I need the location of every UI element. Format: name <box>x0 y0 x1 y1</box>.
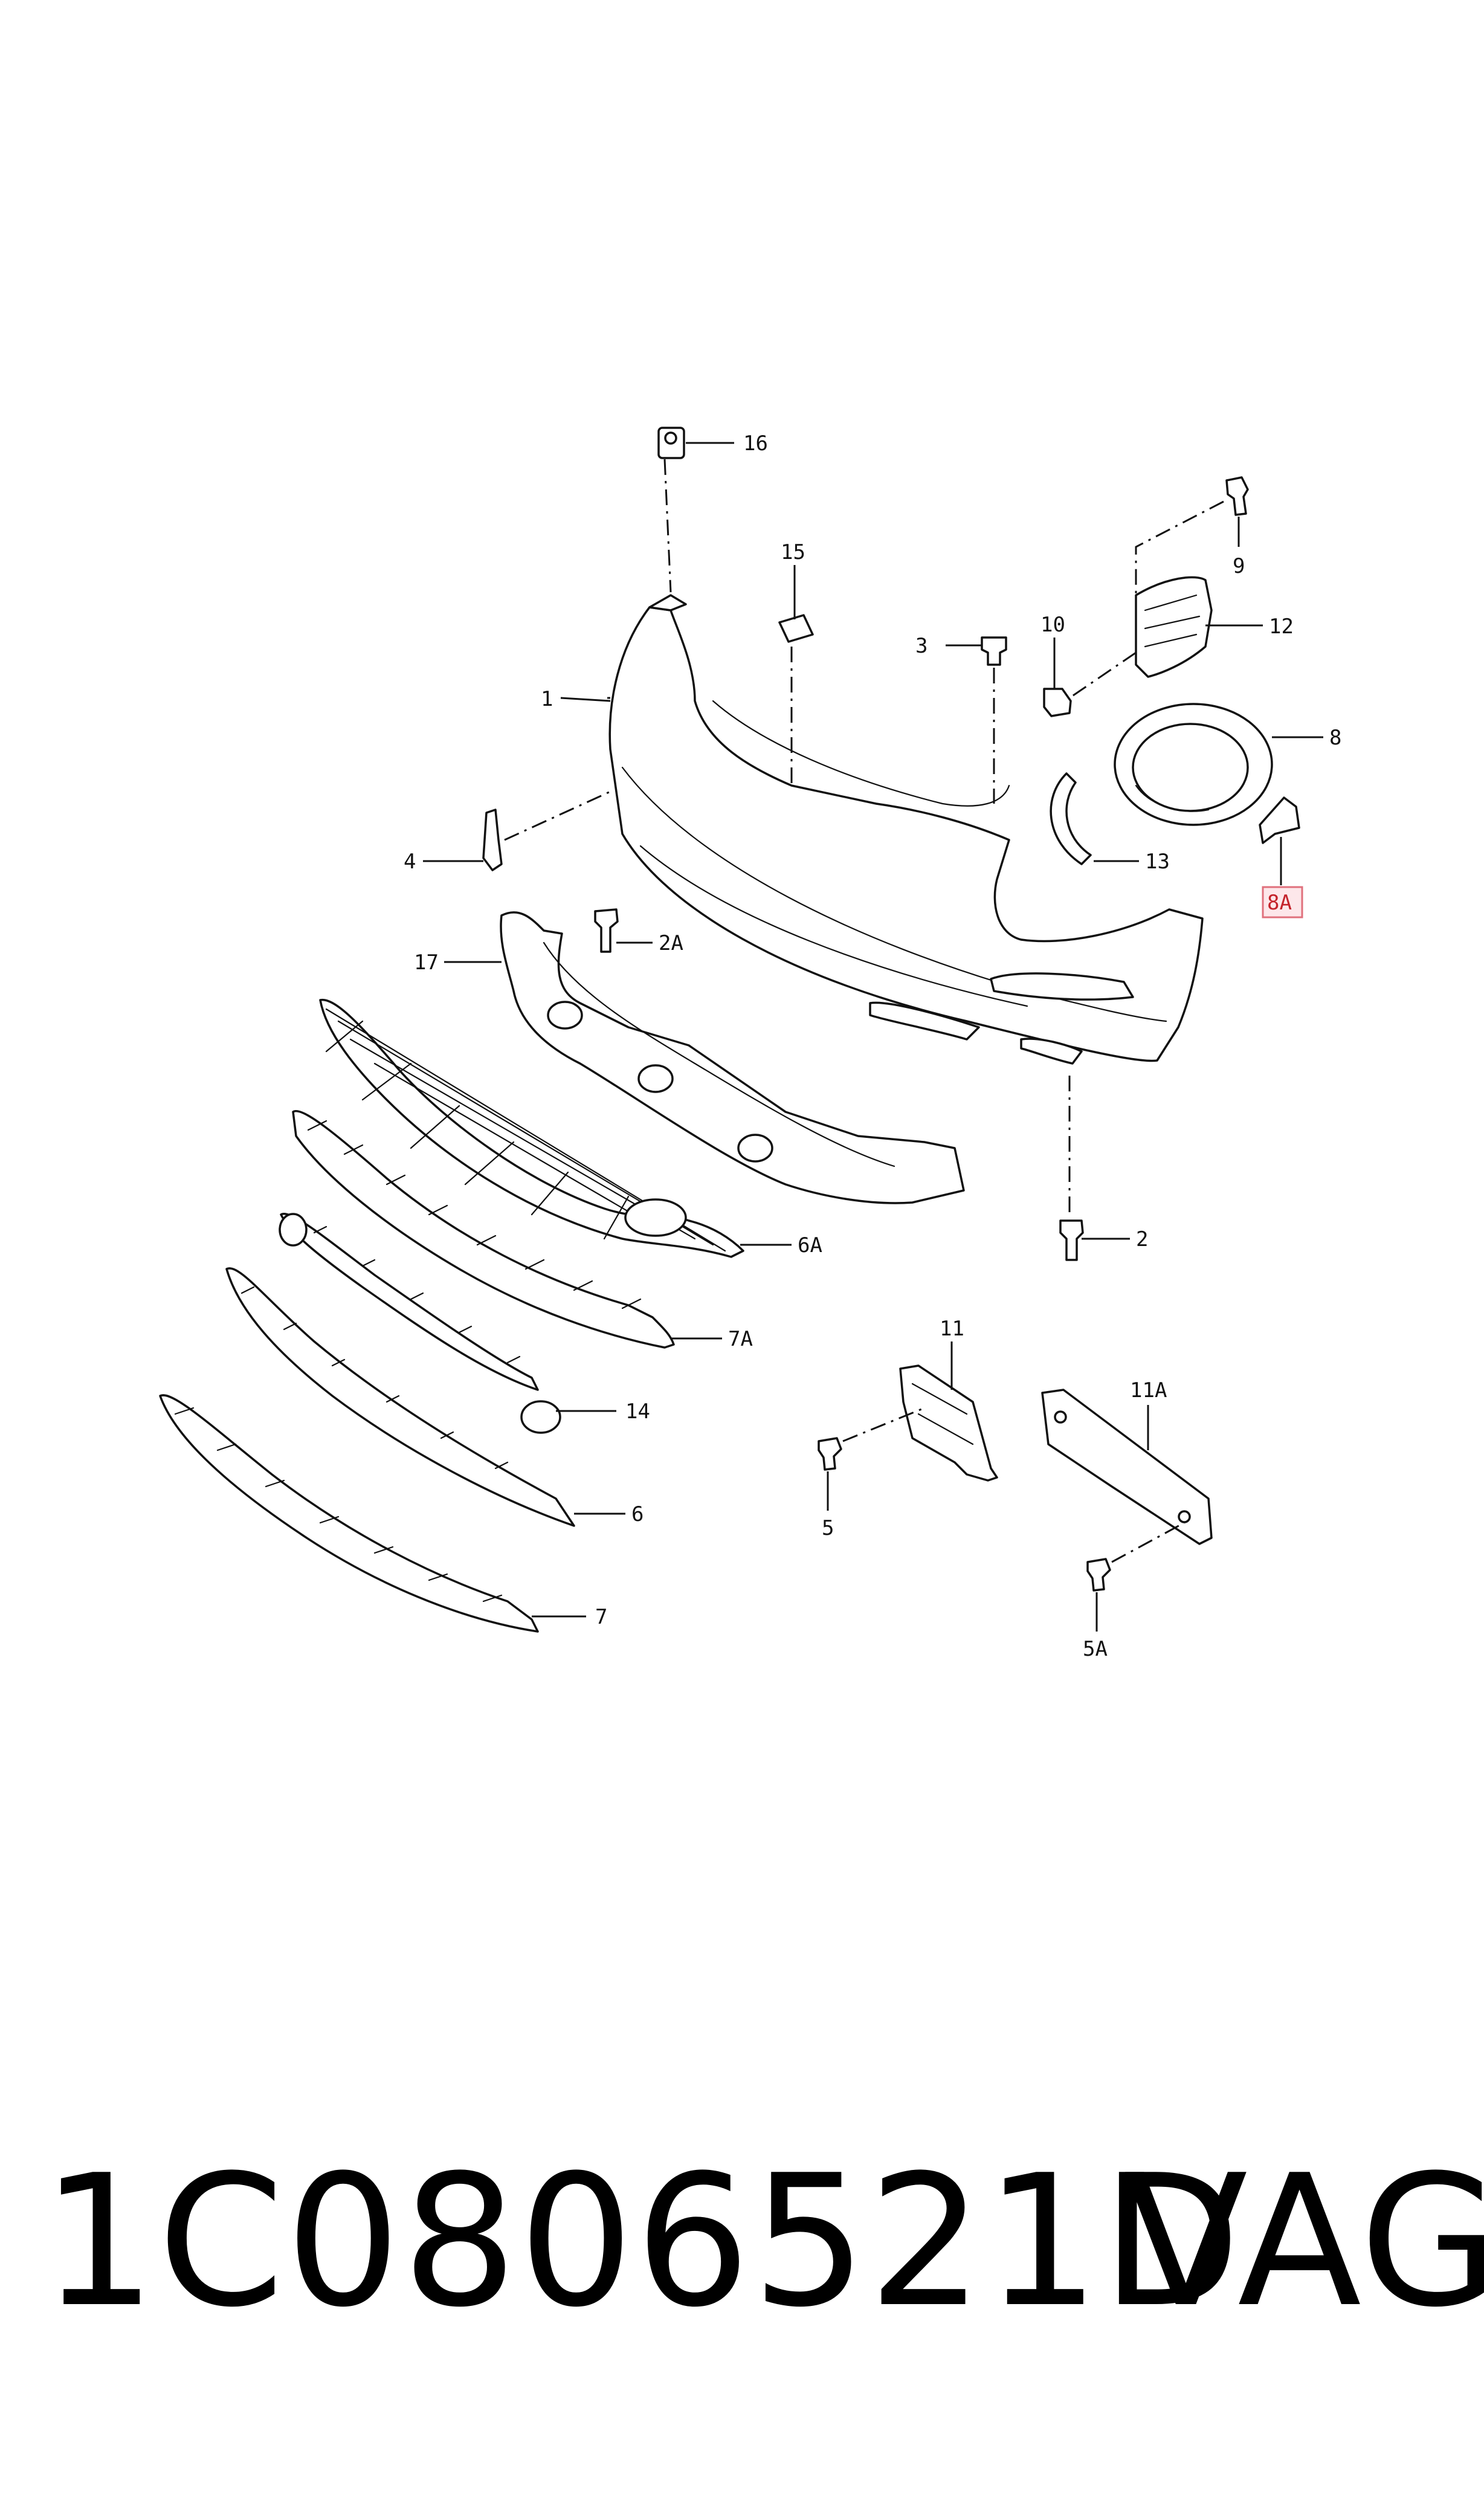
lower-grille-7A <box>292 1110 675 1349</box>
callout-6: 6 <box>631 1502 644 1526</box>
spoiler-lip-6 <box>225 1267 575 1527</box>
clip-16 <box>657 427 685 459</box>
callout-8A: 8A <box>1267 891 1292 915</box>
callout-5: 5 <box>822 1516 834 1540</box>
part-number: 1C0806521D <box>41 2136 1242 2347</box>
license-backing-11A <box>1041 1389 1213 1545</box>
callout-7A: 7A <box>728 1327 753 1351</box>
callout-labels: 16 15 3 10 9 12 8 8A 13 1 4 2A 17 6A 2 7… <box>404 431 1341 1661</box>
callout-1: 1 <box>541 687 553 711</box>
leader-lines <box>423 442 1323 1632</box>
callout-5A: 5A <box>1083 1637 1108 1661</box>
callout-6A: 6A <box>798 1233 822 1257</box>
grille-mesh-6A <box>319 999 744 1258</box>
bumper-cover <box>608 594 1204 1065</box>
arc-trim-13 <box>1050 772 1092 865</box>
callout-17: 17 <box>414 951 439 975</box>
callout-2A: 2A <box>659 931 683 955</box>
callout-14: 14 <box>625 1399 650 1424</box>
bracket-12 <box>1135 576 1213 678</box>
clip-nut-10 <box>1043 688 1072 717</box>
callout-4: 4 <box>404 850 416 874</box>
emblem-15 <box>778 614 814 643</box>
callout-13: 13 <box>1145 850 1170 874</box>
callout-11: 11 <box>940 1317 964 1341</box>
lower-spoiler-7 <box>159 1394 539 1633</box>
callout-15: 15 <box>781 540 805 564</box>
callout-16: 16 <box>743 431 768 456</box>
callout-7: 7 <box>595 1605 607 1629</box>
bolt-5 <box>818 1437 842 1471</box>
fog-light-bezel-8 <box>1114 703 1273 826</box>
bumper-support-17 <box>500 911 965 1204</box>
trim-piece-8A <box>1259 796 1300 844</box>
screw-2A <box>594 908 619 953</box>
brand-name: VAG <box>1124 2136 1484 2347</box>
callout-3: 3 <box>915 634 928 658</box>
callout-11A: 11A <box>1130 1378 1167 1403</box>
license-bracket-11 <box>899 1364 998 1482</box>
callout-2: 2 <box>1136 1227 1148 1251</box>
callout-8: 8 <box>1329 726 1341 750</box>
side-bracket-4 <box>482 809 503 871</box>
callout-8A-highlight <box>1262 886 1303 918</box>
callout-10: 10 <box>1040 613 1065 637</box>
bolt-3 <box>981 636 1007 666</box>
screw-2 <box>1059 1219 1084 1261</box>
callout-9: 9 <box>1233 554 1245 578</box>
bolt-5A <box>1086 1558 1111 1592</box>
callout-12: 12 <box>1269 615 1294 639</box>
bolt-9 <box>1225 476 1249 516</box>
trim-strip-14 <box>279 1213 561 1434</box>
